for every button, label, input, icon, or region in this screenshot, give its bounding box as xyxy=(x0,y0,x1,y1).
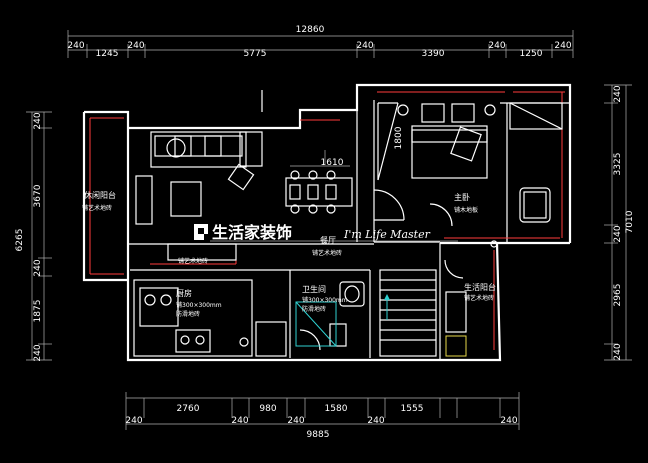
top-dim-8: 240 xyxy=(554,41,571,51)
master-bed xyxy=(377,102,496,181)
top-dim-3: 5775 xyxy=(244,49,267,59)
left-dim-1: 3670 xyxy=(33,184,43,207)
bottom-dim-4: 240 xyxy=(287,416,304,426)
wardrobe xyxy=(509,102,563,130)
bottom-dim-0: 240 xyxy=(125,416,142,426)
left-dim-2: 240 xyxy=(33,259,43,276)
bathroom-fixtures xyxy=(295,281,365,347)
bathroom-label: 卫生间 xyxy=(302,284,326,294)
top-dim-4: 240 xyxy=(356,41,373,51)
dining-label: 餐厅 xyxy=(320,236,336,245)
brand-watermark: 生活家装饰 I'm Life Master xyxy=(194,223,458,242)
kitchen-counter xyxy=(133,243,287,357)
right-dim-1: 3325 xyxy=(613,153,623,176)
leisure-balcony-note: 铺艺术地砖 xyxy=(82,204,112,212)
outer-walls xyxy=(82,83,572,362)
bottom-dimension-lines xyxy=(125,392,520,430)
kitchen-label: 厨房 xyxy=(176,288,192,298)
living-sofa-set xyxy=(135,131,263,225)
top-dimension-lines xyxy=(67,30,574,58)
left-dim-3: 1875 xyxy=(33,300,43,323)
dining-note: 铺艺术地砖 xyxy=(312,249,342,257)
top-dim-0: 240 xyxy=(67,41,84,51)
staircase xyxy=(379,269,437,357)
top-dim-1: 1245 xyxy=(96,49,119,59)
brand-script: I'm Life Master xyxy=(343,228,431,241)
bottom-dim-3: 980 xyxy=(259,404,276,414)
bottom-dim-5: 1580 xyxy=(325,404,348,414)
living-balcony-note: 铺艺术地砖 xyxy=(464,294,494,302)
right-dim-0: 240 xyxy=(613,85,623,102)
left-outer-dimension: 6265 xyxy=(15,229,25,252)
living-balcony-label: 生活阳台 xyxy=(464,282,496,292)
right-dim-4: 240 xyxy=(613,343,623,360)
top-dim-6: 240 xyxy=(488,41,505,51)
master-bed-dimension: 1800 xyxy=(394,126,404,149)
dining-width-dimension: 1610 xyxy=(321,158,344,168)
living-balcony-fixtures xyxy=(445,240,498,357)
right-outer-dimension: 7010 xyxy=(625,210,635,233)
bottom-total-dimension: 9885 xyxy=(307,430,330,440)
floor-drain-icon xyxy=(239,337,249,347)
bottom-dim-6: 240 xyxy=(367,416,384,426)
bottom-dim-2: 240 xyxy=(231,416,248,426)
bottom-dim-8: 240 xyxy=(500,416,517,426)
door-swings xyxy=(299,189,464,351)
dining-table xyxy=(285,165,353,214)
stair-arrow-icon xyxy=(384,294,390,300)
left-dim-4: 240 xyxy=(33,344,43,361)
top-dim-2: 240 xyxy=(127,41,144,51)
left-dim-0: 240 xyxy=(33,112,43,129)
right-dimension-lines xyxy=(604,84,632,361)
right-dim-3: 2965 xyxy=(613,284,623,307)
kitchen-note-1: 铺300×300mm xyxy=(176,301,222,309)
bathroom-note-2: 防滑地砖 xyxy=(302,305,326,313)
master-bedroom-note: 铺木地板 xyxy=(454,206,478,214)
right-dim-2: 240 xyxy=(613,225,623,242)
top-total-dimension: 12860 xyxy=(296,25,325,35)
living-floor-note: 铺艺术地砖 xyxy=(178,257,208,265)
bathroom-note-1: 铺300×300mm xyxy=(302,296,348,304)
brand-logo-icon xyxy=(194,224,208,240)
leisure-balcony-label: 休闲阳台 xyxy=(84,190,116,200)
master-bedroom-label: 主卧 xyxy=(454,192,470,202)
top-dim-7: 1250 xyxy=(520,49,543,59)
bottom-dim-7: 1555 xyxy=(401,404,424,414)
armchair xyxy=(519,187,551,223)
brand-name: 生活家装饰 xyxy=(212,223,292,242)
left-dimension-lines xyxy=(26,111,52,361)
kitchen-note-2: 防滑地砖 xyxy=(176,310,200,318)
bottom-dim-1: 2760 xyxy=(177,404,200,414)
top-dim-5: 3390 xyxy=(422,49,445,59)
